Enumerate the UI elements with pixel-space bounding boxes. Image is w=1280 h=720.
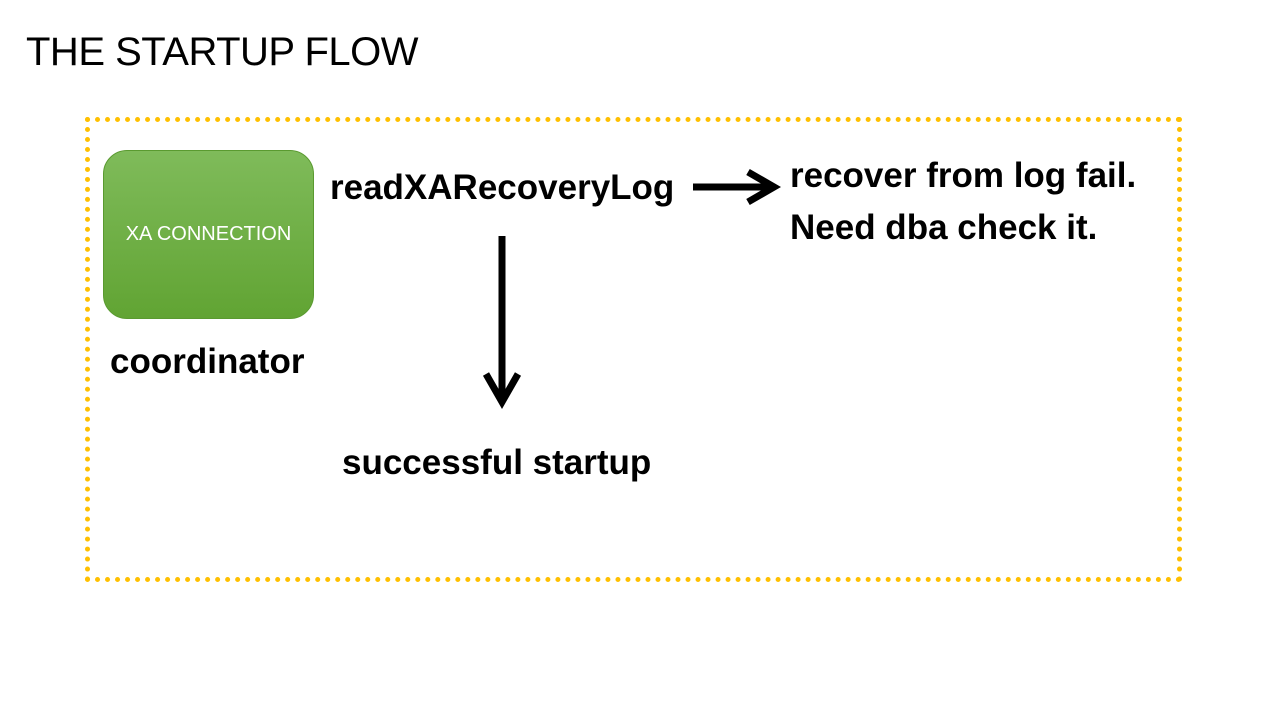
dotted-frame	[85, 117, 1182, 582]
xa-connection-label: XA CONNECTION	[125, 223, 292, 245]
failure-message-line-2: Need dba check it.	[790, 208, 1098, 247]
xa-connection-node: XA CONNECTION	[103, 150, 314, 319]
failure-message-line-1: recover from log fail.	[790, 156, 1137, 195]
failure-message: recover from log fail. Need dba check it…	[790, 150, 1136, 254]
slide-title: THE STARTUP FLOW	[26, 30, 419, 74]
coordinator-label: coordinator	[110, 342, 305, 381]
successful-startup-label: successful startup	[342, 443, 652, 482]
read-recovery-log-label: readXARecoveryLog	[330, 168, 675, 207]
